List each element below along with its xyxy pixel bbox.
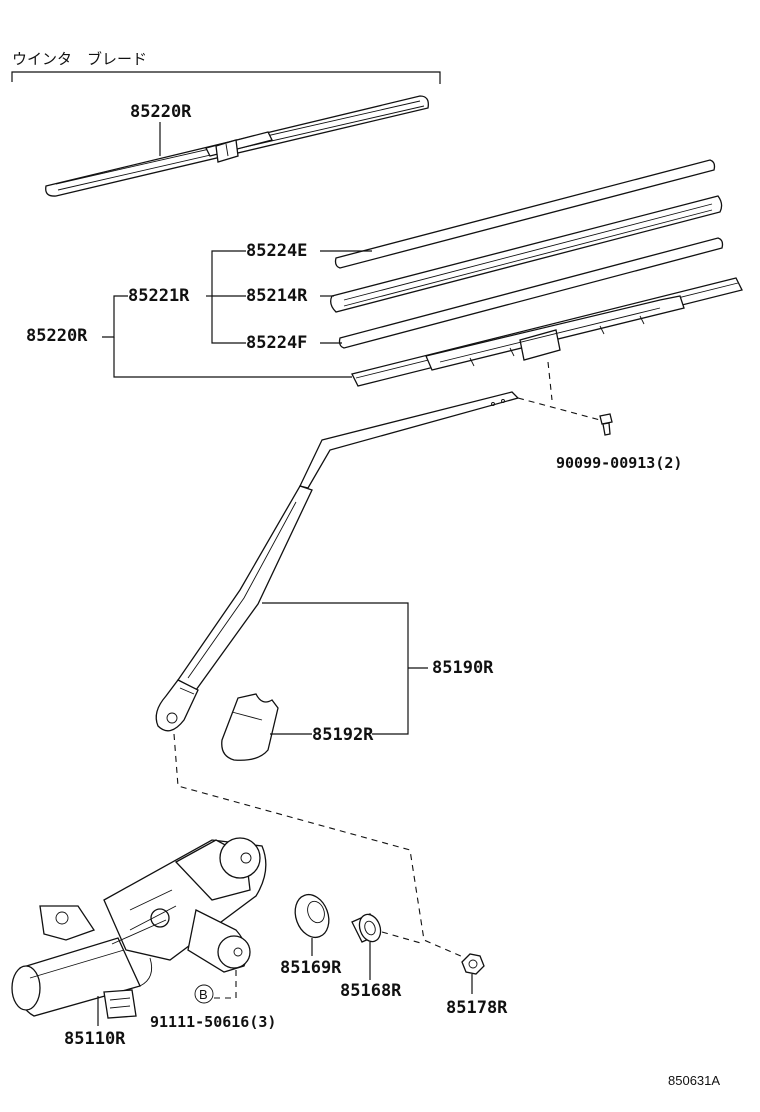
bracket-arm bbox=[262, 602, 409, 735]
wiper-motor-part[interactable] bbox=[11, 837, 267, 1019]
dash-bolt bbox=[214, 966, 237, 999]
diagram-code: 850631A bbox=[668, 1073, 720, 1088]
wiper-arm-part[interactable] bbox=[155, 391, 520, 732]
dash-grommet bbox=[381, 931, 425, 945]
section-bracket bbox=[11, 71, 441, 84]
dash-arm-to-nut bbox=[173, 733, 471, 961]
blade-sub-assy-part[interactable] bbox=[351, 277, 743, 387]
label-85190R: 85190R bbox=[432, 658, 494, 678]
label-85224F: 85224F bbox=[246, 333, 307, 353]
label-85220R: 85220R bbox=[26, 326, 88, 346]
label-bolt: 91111-50616(3) bbox=[150, 1013, 276, 1031]
label-85169R: 85169R bbox=[280, 958, 342, 978]
label-85110R: 85110R bbox=[64, 1029, 126, 1049]
label-85214R: 85214R bbox=[246, 286, 308, 306]
grommet-85169R-part[interactable] bbox=[289, 890, 334, 942]
bracket-blade-lower bbox=[113, 337, 352, 378]
label-85192R: 85192R bbox=[312, 725, 374, 745]
bracket-refills bbox=[211, 250, 246, 344]
nut-85178R-part[interactable] bbox=[461, 953, 485, 975]
grommet-85168R-part[interactable] bbox=[351, 911, 384, 944]
label-85221R: 85221R bbox=[128, 286, 190, 306]
label-85168R: 85168R bbox=[340, 981, 402, 1001]
label-85220R-top: 85220R bbox=[130, 102, 192, 122]
screw-part[interactable] bbox=[599, 413, 613, 436]
label-bolt-mark: B bbox=[199, 987, 208, 1002]
dash-blade-screw bbox=[547, 361, 553, 401]
label-85178R: 85178R bbox=[446, 998, 508, 1018]
winter-blade-part[interactable] bbox=[45, 95, 429, 197]
refill-85224E-part[interactable] bbox=[334, 159, 716, 269]
bolt-mark[interactable] bbox=[194, 984, 214, 1004]
refill-85214R-part[interactable] bbox=[330, 195, 723, 313]
dash-arm-screw bbox=[517, 397, 601, 421]
arm-cover-part[interactable] bbox=[221, 693, 279, 761]
section-title: ウインタ ブレード bbox=[12, 50, 147, 68]
label-85224E: 85224E bbox=[246, 241, 307, 261]
label-screw: 90099-00913(2) bbox=[556, 454, 682, 472]
bracket-blade-upper bbox=[102, 295, 128, 338]
